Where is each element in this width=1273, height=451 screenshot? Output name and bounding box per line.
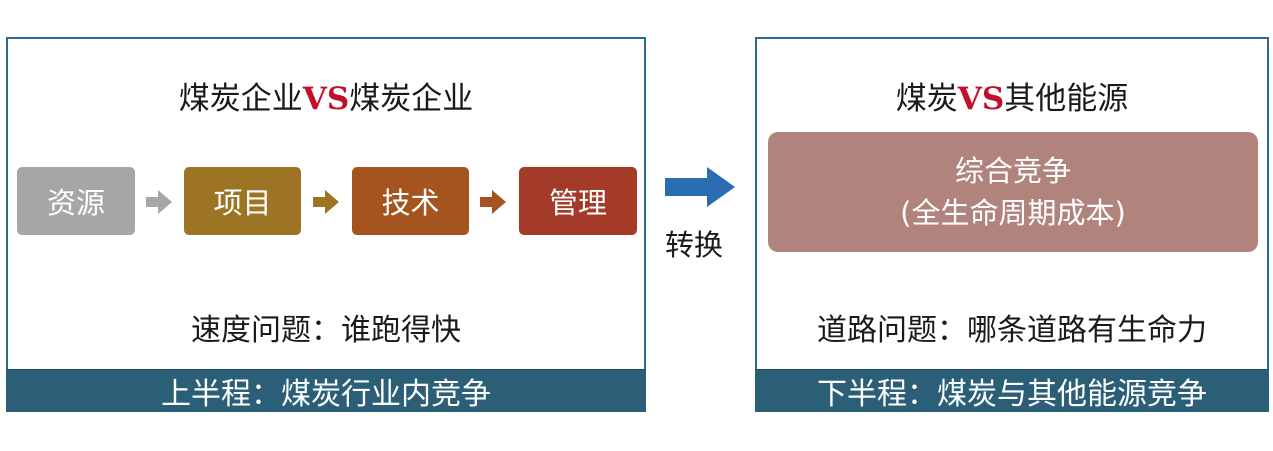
step-resource: 资源 bbox=[17, 167, 135, 235]
left-panel: 煤炭企业VS煤炭企业 资源 项目 技术 管理 速度问题：谁跑得快 上半程：煤炭行… bbox=[6, 37, 646, 412]
right-footer-label: 下半程：煤炭与其他能源竞争 bbox=[817, 377, 1207, 412]
big-box-line1: 综合竞争 bbox=[954, 153, 1071, 188]
right-footer: 下半程：煤炭与其他能源竞争 bbox=[755, 369, 1269, 412]
transform-arrow-icon bbox=[665, 167, 735, 207]
step-technology-label: 技术 bbox=[381, 186, 440, 220]
right-question: 道路问题：哪条道路有生命力 bbox=[817, 313, 1207, 348]
big-box-line2: (全生命周期成本) bbox=[900, 196, 1126, 230]
step-project: 项目 bbox=[184, 167, 301, 235]
arrow-right-icon bbox=[480, 190, 506, 214]
step-management: 管理 bbox=[519, 167, 637, 235]
right-title-vs: VS bbox=[957, 81, 1005, 117]
step-resource-label: 资源 bbox=[46, 186, 105, 220]
arrow-right-icon bbox=[146, 190, 172, 214]
left-footer-label: 上半程：煤炭行业内竞争 bbox=[161, 377, 491, 412]
left-footer: 上半程：煤炭行业内竞争 bbox=[6, 369, 646, 412]
step-management-label: 管理 bbox=[548, 186, 607, 220]
left-title-b: 煤炭企业 bbox=[349, 81, 474, 117]
step-project-label: 项目 bbox=[213, 186, 272, 220]
transform-label: 转换 bbox=[665, 228, 724, 262]
left-title-vs: VS bbox=[302, 81, 350, 117]
comprehensive-competition-box: 综合竞争 (全生命周期成本) bbox=[768, 132, 1258, 252]
left-title: 煤炭企业VS煤炭企业 bbox=[8, 73, 644, 118]
right-panel: 煤炭VS其他能源 综合竞争 (全生命周期成本) 道路问题：哪条道路有生命力 下半… bbox=[755, 37, 1269, 412]
arrow-right-icon bbox=[313, 190, 339, 214]
step-technology: 技术 bbox=[352, 167, 469, 235]
right-title-b: 其他能源 bbox=[1004, 81, 1129, 117]
left-question: 速度问题：谁跑得快 bbox=[191, 313, 461, 348]
left-title-a: 煤炭企业 bbox=[178, 81, 303, 117]
right-title-a: 煤炭 bbox=[895, 81, 958, 117]
right-title: 煤炭VS其他能源 bbox=[757, 73, 1267, 118]
